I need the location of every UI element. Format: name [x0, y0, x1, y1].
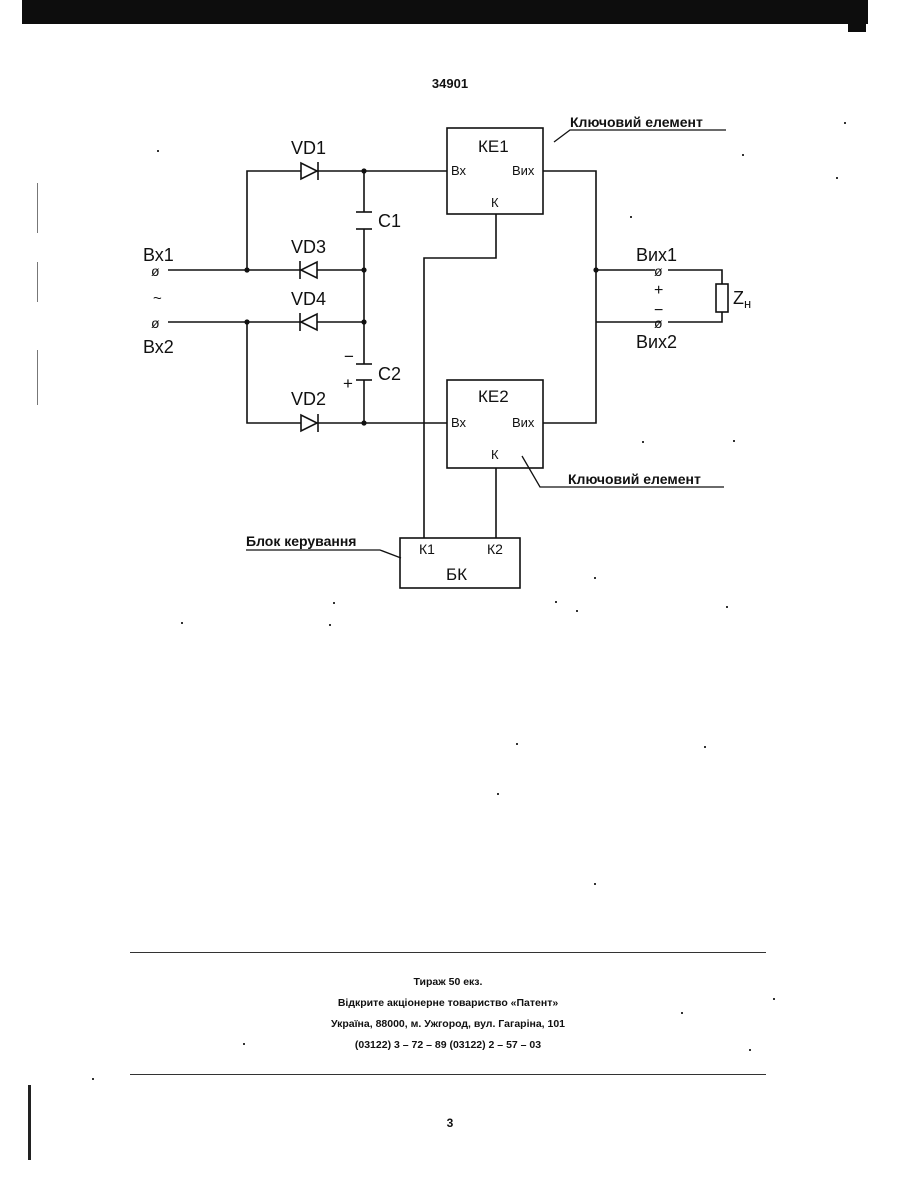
terminal-out1-symbol: ø	[654, 263, 663, 279]
imprint-publisher: Відкрите акціонерне товариство «Патент»	[130, 997, 766, 1009]
label-vd3: VD3	[291, 237, 326, 257]
bk-k2-label: К2	[487, 541, 503, 557]
scan-speck	[516, 743, 518, 745]
scan-speck	[594, 883, 596, 885]
scan-speck	[704, 746, 706, 748]
scan-speck	[642, 441, 644, 443]
scan-speck	[497, 793, 499, 795]
scan-speck	[576, 610, 578, 612]
ke2-output-label: Вих	[512, 415, 535, 430]
label-c2: С2	[378, 364, 401, 384]
junction-dot	[361, 319, 366, 324]
bk-title: БК	[446, 565, 467, 584]
ke2-input-label: Вх	[451, 415, 467, 430]
terminal-in1-symbol: ø	[151, 263, 160, 279]
callout-key-element-bottom: Ключовий елемент	[568, 471, 701, 487]
diode-vd3	[300, 261, 317, 279]
scan-speck	[844, 122, 846, 124]
scan-speck	[329, 624, 331, 626]
terminal-label-out2: Вих2	[636, 332, 677, 352]
label-c1: С1	[378, 211, 401, 231]
ke1-title: КЕ1	[478, 137, 509, 156]
bk-k1-label: К1	[419, 541, 435, 557]
terminal-in2-symbol: ø	[151, 315, 160, 331]
junction-dot	[361, 420, 366, 425]
callout-leader-control	[246, 550, 401, 558]
load-label: Zн	[733, 288, 751, 311]
ke2-title: КЕ2	[478, 387, 509, 406]
callout-key-element-top: Ключовий елемент	[570, 114, 703, 130]
scan-speck	[594, 577, 596, 579]
scan-speck	[681, 1012, 683, 1014]
diode-vd2	[301, 414, 318, 432]
terminal-label-out1: Вих1	[636, 245, 677, 265]
scan-speck	[773, 998, 775, 1000]
junction-dot	[361, 168, 366, 173]
ac-symbol: ~	[153, 290, 162, 307]
label-vd4: VD4	[291, 289, 326, 309]
scan-speck	[749, 1049, 751, 1051]
junction-dot	[244, 267, 249, 272]
scan-speck	[92, 1078, 94, 1080]
out-plus-sign: +	[654, 282, 663, 299]
imprint-rule-top	[130, 952, 766, 953]
scan-speck	[555, 601, 557, 603]
callout-control-block: Блок керування	[246, 533, 356, 549]
scan-edge-mark	[37, 262, 38, 302]
junction-dot	[593, 267, 598, 272]
label-vd1: VD1	[291, 138, 326, 158]
c2-plus-sign: +	[343, 374, 353, 393]
diode-vd4	[300, 313, 317, 331]
imprint-rule-bottom	[130, 1074, 766, 1075]
ke2-control-label: К	[491, 447, 499, 462]
page-number: 3	[420, 1116, 480, 1130]
scan-speck	[726, 606, 728, 608]
diode-vd1	[301, 162, 318, 180]
scan-speck	[836, 177, 838, 179]
scan-edge-mark	[28, 1085, 31, 1160]
load-resistor	[716, 284, 728, 312]
scan-speck	[243, 1043, 245, 1045]
scan-speck	[157, 150, 159, 152]
scan-speck	[630, 216, 632, 218]
imprint-phones: (03122) 3 – 72 – 89 (03122) 2 – 57 – 03	[130, 1039, 766, 1051]
junction-dot	[361, 267, 366, 272]
scan-speck	[333, 602, 335, 604]
scan-speck	[742, 154, 744, 156]
scan-edge-mark	[37, 183, 38, 233]
junction-dot	[244, 319, 249, 324]
label-vd2: VD2	[291, 389, 326, 409]
terminal-label-in2: Вх2	[143, 337, 174, 357]
terminal-out2-symbol: ø	[654, 315, 663, 331]
imprint-address: Україна, 88000, м. Ужгород, вул. Гагарін…	[130, 1018, 766, 1030]
ke1-output-label: Вих	[512, 163, 535, 178]
terminal-label-in1: Вх1	[143, 245, 174, 265]
capacitor-c1	[356, 212, 372, 229]
ke1-control-label: К	[491, 195, 499, 210]
c2-minus-sign: −	[344, 347, 354, 366]
capacitor-c2	[356, 364, 372, 380]
scan-speck	[181, 622, 183, 624]
circuit-schematic: VD1 VD3 VD4 VD2 С1 С2 − + Вх1 ø ~ ø Вх2 …	[0, 0, 900, 640]
imprint-circulation: Тираж 50 екз.	[130, 976, 766, 988]
ke1-input-label: Вх	[451, 163, 467, 178]
scan-edge-mark	[37, 350, 38, 405]
scan-speck	[733, 440, 735, 442]
callout-leader-top	[554, 130, 726, 142]
